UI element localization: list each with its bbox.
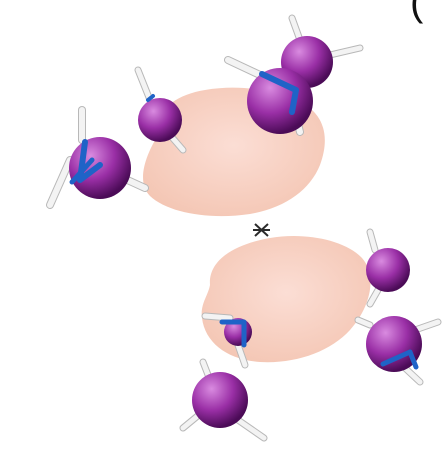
blob-lower [202, 236, 371, 362]
molecule-left [50, 110, 145, 205]
molecule-lower-right [358, 316, 438, 382]
molecule-right-mid [366, 232, 410, 304]
molecule-upper-left [138, 70, 183, 150]
center-asterisk-icon [253, 224, 270, 236]
molecule-bottom [183, 362, 264, 438]
panel-label: ( [410, 0, 423, 22]
